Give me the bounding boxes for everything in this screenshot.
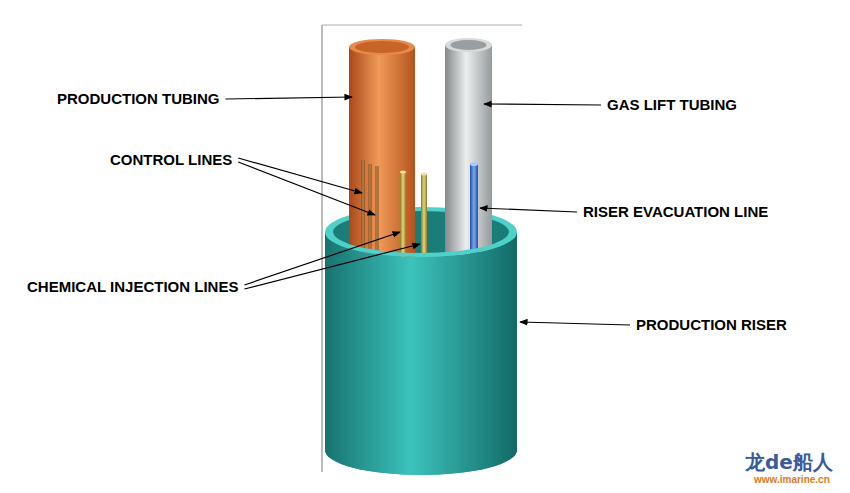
watermark: 龙de船人 bbox=[745, 451, 833, 473]
part-label: PRODUCTION TUBING bbox=[57, 90, 220, 108]
riser-evacuation-line bbox=[470, 162, 478, 262]
leader-arrow bbox=[520, 322, 630, 325]
production-tubing bbox=[349, 39, 415, 262]
leader-arrow bbox=[244, 244, 420, 289]
riser-front bbox=[325, 232, 517, 475]
leader-arrow bbox=[238, 162, 375, 215]
leader-arrow bbox=[244, 232, 400, 285]
leader-arrow bbox=[238, 158, 362, 193]
part-label: RISER EVACUATION LINE bbox=[583, 203, 768, 221]
leader-arrow bbox=[226, 97, 353, 99]
leader-arrow bbox=[484, 104, 601, 105]
watermark: www.imarine.cn bbox=[754, 474, 830, 486]
part-label: PRODUCTION RISER bbox=[636, 316, 787, 334]
gas-lift-tubing bbox=[445, 38, 492, 262]
part-label: GAS LIFT TUBING bbox=[607, 96, 737, 114]
part-label: CHEMICAL INJECTION LINES bbox=[27, 278, 238, 296]
part-label: CONTROL LINES bbox=[110, 151, 232, 169]
leader-arrow bbox=[480, 208, 577, 212]
